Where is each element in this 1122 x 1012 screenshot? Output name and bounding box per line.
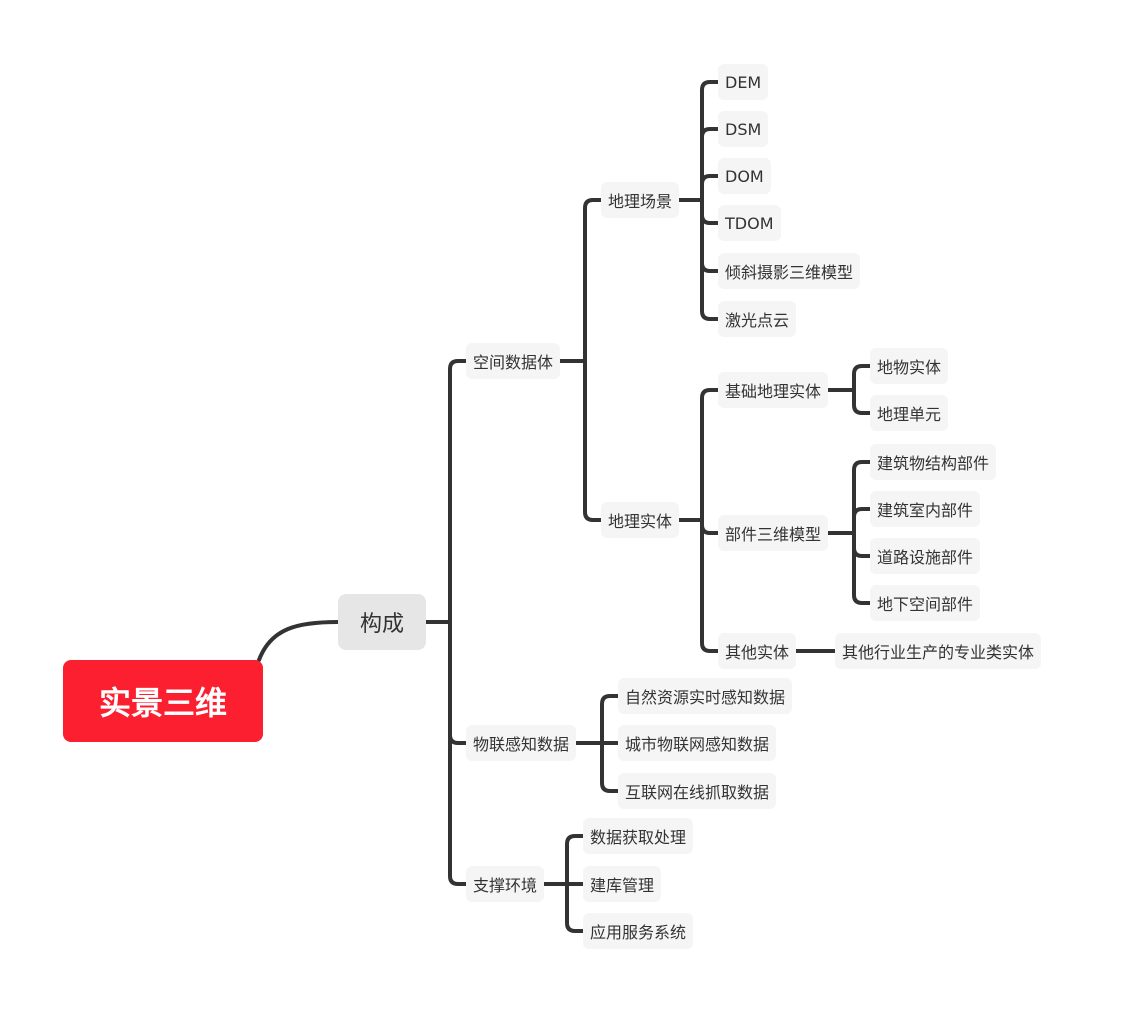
topic-tdom[interactable]: TDOM bbox=[718, 205, 781, 241]
topic-base-geo-entity[interactable]: 基础地理实体 bbox=[718, 372, 829, 408]
topic-internet-data[interactable]: 互联网在线抓取数据 bbox=[618, 773, 777, 809]
connector-n3_3 bbox=[565, 882, 585, 933]
main-topic[interactable]: 构成 bbox=[338, 594, 427, 650]
topic-geo-unit[interactable]: 地理单元 bbox=[870, 395, 949, 431]
topic-dem[interactable]: DEM bbox=[718, 64, 769, 100]
connector-n1_1_4 bbox=[700, 198, 720, 225]
connector-n1_1_5 bbox=[700, 198, 720, 273]
topic-spatial-data[interactable]: 空间数据体 bbox=[466, 343, 561, 379]
connector-n1_2_1 bbox=[700, 388, 720, 522]
root-topic[interactable]: 实景三维 bbox=[63, 660, 264, 742]
topic-other-entity[interactable]: 其他实体 bbox=[718, 633, 797, 669]
connector-n1_2_3 bbox=[700, 518, 720, 653]
topic-lidar-cloud[interactable]: 激光点云 bbox=[718, 301, 797, 337]
connector-n1_2_2_4 bbox=[852, 531, 872, 605]
connector-n1_2_1_1 bbox=[852, 364, 872, 392]
topic-app-service[interactable]: 应用服务系统 bbox=[583, 913, 694, 949]
topic-natural-resource-data[interactable]: 自然资源实时感知数据 bbox=[618, 678, 793, 714]
connector-root-main bbox=[257, 620, 340, 662]
topic-support-env[interactable]: 支撑环境 bbox=[466, 866, 545, 902]
connector-n2_1 bbox=[600, 694, 620, 745]
connector-n1_2_2_1 bbox=[852, 460, 872, 535]
topic-oblique-model[interactable]: 倾斜摄影三维模型 bbox=[718, 253, 861, 289]
connector-n1_1_1 bbox=[700, 80, 720, 202]
connector-n3 bbox=[448, 620, 468, 886]
topic-db-management[interactable]: 建库管理 bbox=[583, 866, 662, 902]
topic-feature-entity[interactable]: 地物实体 bbox=[870, 348, 949, 384]
topic-industry-entity[interactable]: 其他行业生产的专业类实体 bbox=[835, 633, 1042, 669]
topic-part-3d-model[interactable]: 部件三维模型 bbox=[718, 515, 829, 551]
connector-n1 bbox=[448, 359, 468, 624]
topic-dom[interactable]: DOM bbox=[718, 158, 771, 194]
connector-n1_1_2 bbox=[700, 127, 720, 202]
topic-iot-data[interactable]: 物联感知数据 bbox=[466, 725, 577, 761]
topic-geo-scene[interactable]: 地理场景 bbox=[601, 182, 680, 218]
connector-n1_2_1_2 bbox=[852, 388, 872, 415]
connector-n1_2_2_3 bbox=[852, 531, 872, 558]
topic-data-acquisition[interactable]: 数据获取处理 bbox=[583, 818, 694, 854]
topic-underground-space[interactable]: 地下空间部件 bbox=[870, 585, 981, 621]
topic-geo-entity[interactable]: 地理实体 bbox=[601, 502, 680, 538]
connector-n1_1_6 bbox=[700, 198, 720, 321]
connector-n1_1 bbox=[583, 198, 603, 363]
connector-n2 bbox=[448, 620, 468, 745]
connector-n3_1 bbox=[565, 834, 585, 886]
connector-n2_3 bbox=[600, 741, 620, 793]
connector-n1_2_2_2 bbox=[852, 507, 872, 535]
topic-building-structure[interactable]: 建筑物结构部件 bbox=[870, 444, 997, 480]
topic-road-facility[interactable]: 道路设施部件 bbox=[870, 538, 981, 574]
connector-n1_2_2 bbox=[700, 518, 720, 535]
connector-n1_1_3 bbox=[700, 174, 720, 202]
topic-dsm[interactable]: DSM bbox=[718, 111, 769, 147]
topic-city-iot-data[interactable]: 城市物联网感知数据 bbox=[618, 725, 777, 761]
connector-n1_2 bbox=[583, 359, 603, 522]
topic-building-interior[interactable]: 建筑室内部件 bbox=[870, 491, 981, 527]
